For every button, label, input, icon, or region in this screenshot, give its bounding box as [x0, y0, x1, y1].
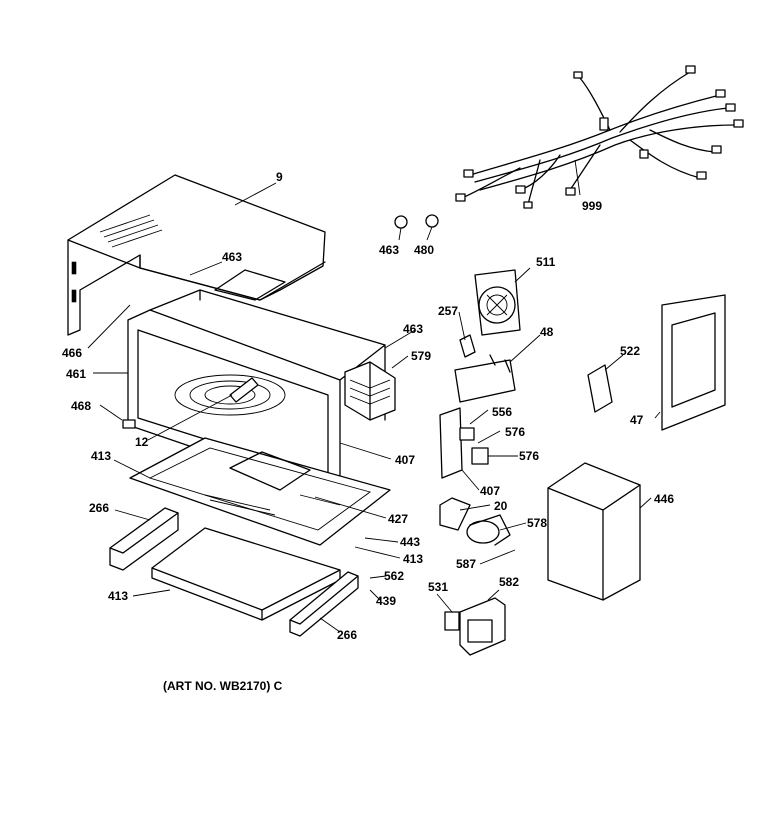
label-576-lower: 576 — [519, 449, 539, 463]
label-413-lower: 413 — [108, 589, 128, 603]
label-463-case: 463 — [222, 250, 242, 264]
label-48: 48 — [540, 325, 554, 339]
label-579: 579 — [411, 349, 431, 363]
label-12: 12 — [135, 435, 149, 449]
art-number: (ART NO. WB2170) C — [163, 679, 283, 693]
label-463-side: 463 — [403, 322, 423, 336]
part-labels: 9 999 463 480 463 511 257 463 48 466 522… — [62, 170, 674, 693]
side-panel — [661, 294, 726, 431]
label-266-left: 266 — [89, 501, 109, 515]
outer-case — [67, 174, 326, 336]
label-266-right: 266 — [337, 628, 357, 642]
label-446: 446 — [654, 492, 674, 506]
label-20: 20 — [494, 499, 508, 513]
fan-motor — [474, 269, 521, 336]
leader-lines — [87, 159, 661, 633]
label-47: 47 — [630, 413, 644, 427]
label-576-upper: 576 — [505, 425, 525, 439]
label-480: 480 — [414, 243, 434, 257]
capacitor — [439, 497, 511, 546]
bracket — [454, 354, 516, 403]
label-556: 556 — [492, 405, 512, 419]
wire-harness — [455, 65, 744, 209]
label-413-mid: 413 — [403, 552, 423, 566]
label-531: 531 — [428, 580, 448, 594]
diode — [444, 611, 460, 631]
label-562: 562 — [384, 569, 404, 583]
latch-board — [439, 407, 489, 479]
label-468: 468 — [71, 399, 91, 413]
label-427: 427 — [388, 512, 408, 526]
bottom-plate — [129, 437, 391, 546]
filter-522 — [587, 364, 613, 413]
small-knobs — [122, 214, 476, 429]
label-407-lower: 407 — [480, 484, 500, 498]
label-461: 461 — [66, 367, 86, 381]
label-413-upper: 413 — [91, 449, 111, 463]
side-cover — [547, 462, 641, 601]
label-522: 522 — [620, 344, 640, 358]
transformer — [459, 597, 506, 656]
label-587: 587 — [456, 557, 476, 571]
label-511: 511 — [536, 255, 556, 269]
label-439: 439 — [376, 594, 396, 608]
rail-right — [289, 571, 359, 637]
magnetron — [344, 361, 396, 421]
label-463-knob: 463 — [379, 243, 399, 257]
label-578: 578 — [527, 516, 547, 530]
label-466: 466 — [62, 346, 82, 360]
rail-left — [109, 507, 179, 571]
label-582: 582 — [499, 575, 519, 589]
label-257: 257 — [438, 304, 458, 318]
label-407-upper: 407 — [395, 453, 415, 467]
label-999: 999 — [582, 199, 602, 213]
label-9: 9 — [276, 170, 283, 184]
label-443: 443 — [400, 535, 420, 549]
